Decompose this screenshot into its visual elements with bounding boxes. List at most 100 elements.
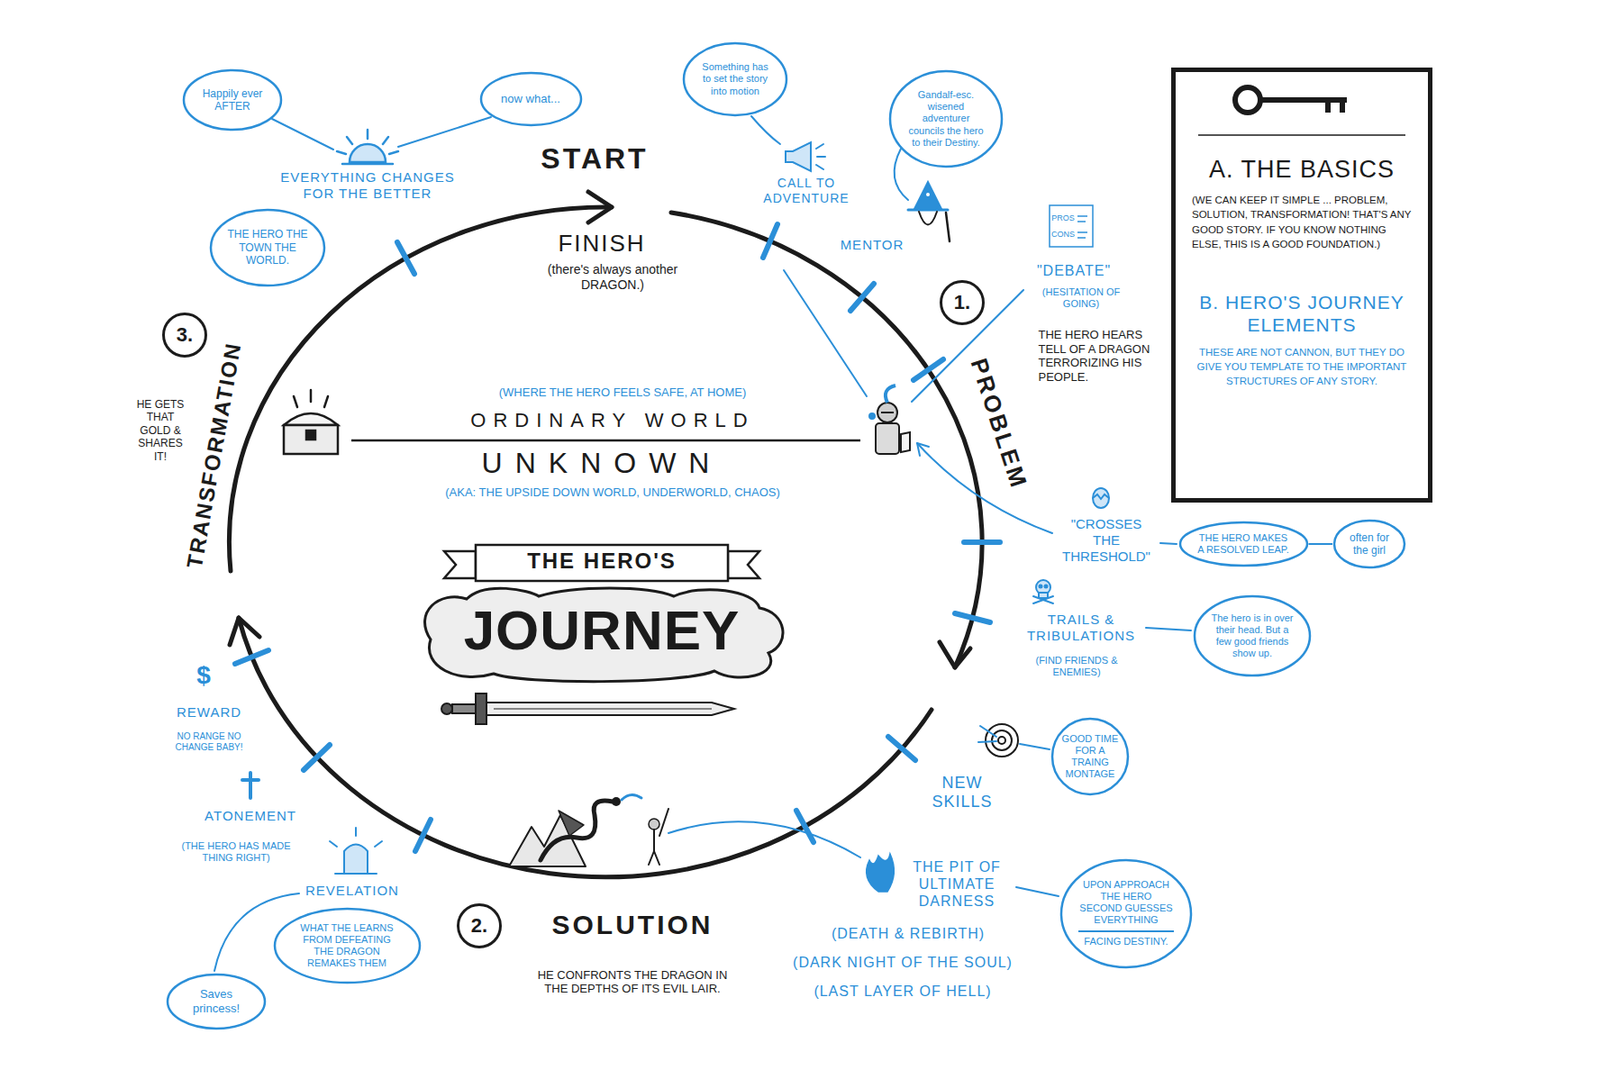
- key-body: (WE CAN KEEP IT SIMPLE ... PROBLEM, SOLU…: [1191, 192, 1412, 251]
- stage-tick: [954, 613, 991, 623]
- leader-line: [1145, 627, 1191, 631]
- note-text: The hero is in over their head. But a fe…: [1209, 612, 1295, 661]
- note-text: NO RANGE NO CHANGE BABY!: [162, 731, 257, 754]
- journey-ring: [939, 642, 971, 668]
- wizard-icon: [914, 181, 942, 210]
- dragon-fight-scene: [654, 851, 660, 865]
- treasure-chest: [283, 413, 338, 426]
- skull-icon: [1038, 592, 1048, 599]
- wizard-icon: [945, 212, 950, 242]
- leader-line: [911, 290, 1024, 402]
- pros-cons-list: [1049, 205, 1093, 247]
- skull-icon: [1045, 585, 1048, 589]
- sun-icon: [382, 136, 389, 145]
- banner-outline: [425, 588, 783, 682]
- note-bubble: Happily ever AFTER: [181, 68, 283, 132]
- note-bubble: often for the girl: [1332, 518, 1407, 570]
- banner-text: THE HERO'S: [527, 545, 677, 577]
- sword-drawing: [486, 702, 735, 716]
- note-bubble: THE HERO THE TOWN THE WORLD.: [209, 208, 327, 288]
- skull-icon: [1039, 585, 1043, 589]
- dragon-fight-scene: [558, 810, 584, 837]
- key-body: THESE ARE NOT CANNON, BUT THEY DO GIVE Y…: [1191, 345, 1412, 389]
- gravestone-icon: [374, 841, 382, 847]
- cross-icon: [242, 772, 259, 799]
- dragon-fight-scene: [509, 794, 669, 867]
- note-text: (there's always another DRAGON.): [529, 262, 697, 293]
- target-icon: [998, 736, 1006, 745]
- dragon-fight-scene: [659, 809, 669, 837]
- knight-figure: [885, 385, 896, 403]
- note-text: (THE HERO HAS MADE THING RIGHT): [177, 840, 295, 864]
- bubble-outline: [1180, 522, 1308, 566]
- bubble-outline: [210, 209, 325, 286]
- start-label: START: [495, 141, 694, 176]
- wizard-icon: [908, 209, 948, 212]
- stage-tick: [963, 539, 1000, 546]
- fire-icon: [866, 854, 895, 892]
- leader-line: [668, 821, 861, 858]
- treasure-chest: [283, 425, 338, 455]
- note-bubble: Saves princess!: [165, 972, 267, 1031]
- dollar-symbol: $: [185, 660, 222, 691]
- bubble-outline: [1052, 718, 1128, 795]
- hatching-egg: [1092, 488, 1110, 509]
- stage-label: REWARD: [163, 704, 255, 721]
- sun-icon: [366, 129, 370, 139]
- title-banner: THE HERO'S JOURNEY: [412, 540, 791, 685]
- dragon-fight-scene: [540, 800, 613, 861]
- note-bubble: GOOD TIME FOR A TRAING MONTAGE: [1050, 717, 1130, 797]
- note-text: FACING DESTINY.: [1078, 930, 1175, 948]
- target-icon: [978, 724, 1019, 757]
- treasure-chest: [306, 430, 316, 440]
- sun-icon: [346, 136, 353, 145]
- bubble-outline: [683, 43, 787, 116]
- note-bubble: UPON APPROACH THE HERO SECOND GUESSES EV…: [1059, 858, 1193, 970]
- step-number: 2.: [471, 916, 488, 937]
- treasure-chest: [283, 390, 338, 455]
- megaphone-icon: [817, 155, 826, 158]
- stage-tick: [303, 745, 330, 771]
- knight-figure: [900, 432, 910, 453]
- sword-drawing: [441, 693, 735, 725]
- leader-line: [214, 116, 1191, 972]
- target-icon: [991, 730, 1012, 751]
- sun-icon: [349, 144, 386, 163]
- key-heading: A. THE BASICS: [1191, 154, 1412, 184]
- pros-cons-list: [1077, 215, 1088, 218]
- gravestone-icon: [329, 827, 382, 874]
- stage-label: THE PIT OF ULTIMATE DARNESS: [898, 858, 1016, 911]
- dragon-fight-scene: [648, 818, 660, 830]
- note-text: WHAT THE LEARNS FROM DEFEATING THE DRAGO…: [293, 922, 401, 971]
- bubble-outline: [1059, 858, 1193, 970]
- world-label: UNKNOWN: [412, 445, 791, 481]
- bubble-outline: [890, 71, 1002, 167]
- note-bubble: WHAT THE LEARNS FROM DEFEATING THE DRAGO…: [272, 907, 422, 985]
- stage-label: TRAILS & TRIBULATIONS: [1016, 611, 1147, 645]
- gravestone-icon: [354, 827, 357, 837]
- title-text: JOURNEY: [463, 600, 741, 662]
- hatching-egg: [1092, 488, 1110, 509]
- megaphone-icon: [785, 142, 826, 172]
- note-text: THE HERO MAKES A RESOLVED LEAP.: [1196, 532, 1291, 556]
- stage-tick: [397, 242, 415, 274]
- hatching-egg: [1092, 494, 1110, 500]
- bubble-outline: [183, 70, 282, 130]
- finish-label: FINISH: [525, 229, 679, 258]
- connector-line: [1309, 543, 1334, 546]
- knight-figure: [869, 413, 875, 419]
- key-icon: [1260, 97, 1347, 103]
- note-text: (AKA: THE UPSIDE DOWN WORLD, UNDERWORLD,…: [387, 485, 838, 500]
- note-bubble: THE HERO MAKES A RESOLVED LEAP.: [1178, 520, 1310, 568]
- key-icon: [1325, 100, 1331, 113]
- phase-note: HE CONFRONTS THE DRAGON IN THE DEPTHS OF…: [536, 968, 730, 997]
- sword-drawing: [475, 693, 487, 725]
- stage-label: NEW SKILLS: [921, 773, 1003, 813]
- note-text: GOOD TIME FOR A TRAING MONTAGE: [1061, 733, 1119, 782]
- note-text: (HESITATION OF GOING): [1031, 286, 1131, 310]
- note-bubble: The hero is in over their head. But a fe…: [1192, 594, 1312, 678]
- sun-icon: [389, 151, 399, 155]
- banner-outline: [475, 545, 728, 582]
- leader-line: [917, 443, 1053, 534]
